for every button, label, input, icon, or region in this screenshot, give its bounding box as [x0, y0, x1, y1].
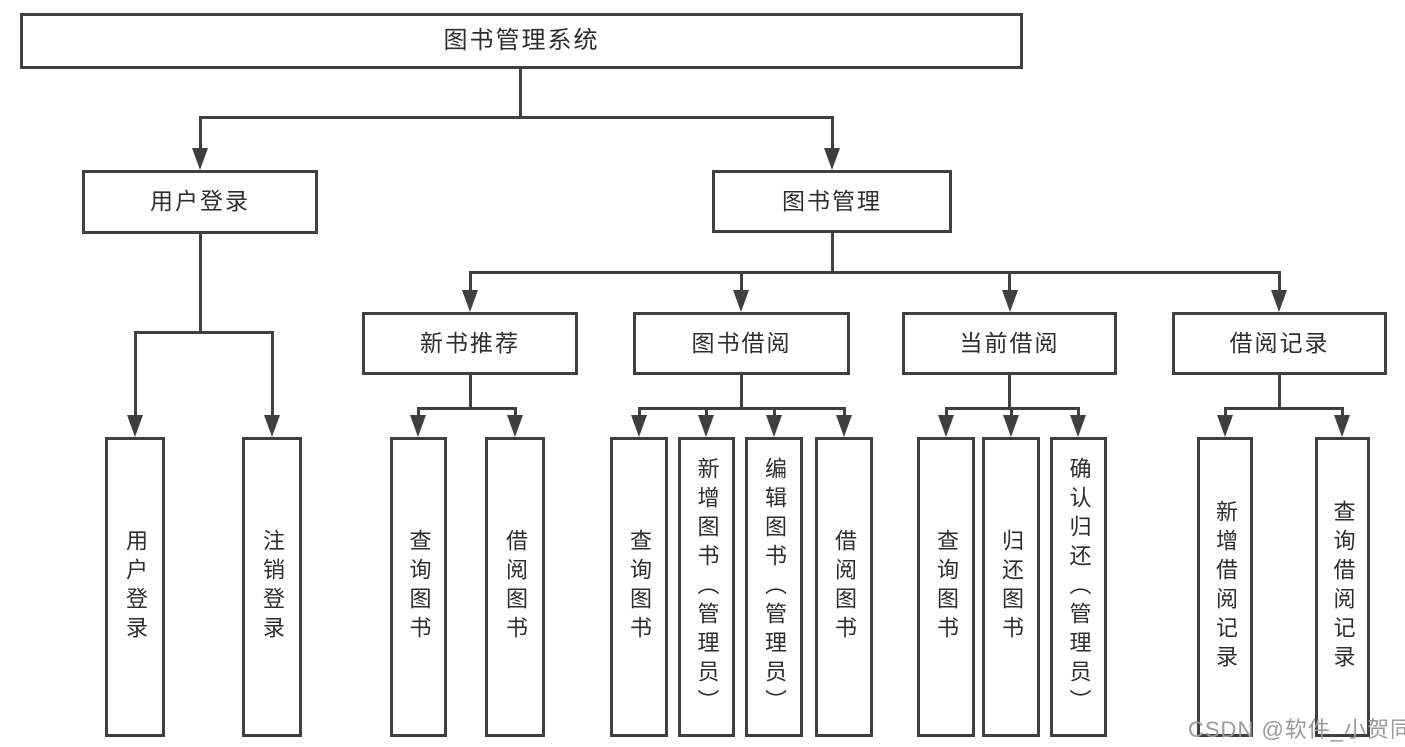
arrow-down [836, 415, 852, 437]
arrow-down [1002, 290, 1018, 312]
leaf-confirm-return-admin: 确认归还（管理员） [1050, 437, 1107, 737]
leaf-label: 查询图书 [406, 529, 432, 645]
node-label: 图书借阅 [691, 329, 792, 356]
node-label: 新书推荐 [420, 329, 520, 356]
arrow-down [410, 415, 426, 437]
connector-line [514, 407, 517, 417]
arrow-down [698, 415, 714, 437]
node-label: 图书管理 [782, 187, 882, 214]
leaf-label: 确认归还（管理员） [1066, 456, 1092, 718]
node-label: 图书管理系统 [443, 26, 600, 54]
node-new-book-recommend: 新书推荐 [362, 312, 578, 375]
arrow-down [127, 415, 143, 437]
connector-line [1008, 375, 1011, 409]
leaf-label: 新增图书（管理员） [694, 456, 720, 718]
connector-line [271, 331, 274, 417]
connector-line [199, 116, 834, 119]
leaf-label: 查询图书 [934, 529, 959, 645]
connector-line [469, 375, 472, 409]
leaf-label: 归还图书 [999, 529, 1024, 645]
node-library-management-system: 图书管理系统 [20, 13, 1023, 69]
leaf-label: 编辑图书（管理员） [762, 456, 787, 718]
leaf-query-books-borrowing: 查询图书 [610, 437, 668, 737]
connector-line [134, 331, 273, 334]
leaf-label: 查询图书 [627, 529, 652, 645]
connector-line [638, 407, 641, 417]
arrow-down [1334, 415, 1350, 437]
arrow-down [462, 290, 478, 312]
arrow-down [507, 415, 523, 437]
leaf-label: 查询借阅记录 [1330, 500, 1356, 674]
arrow-down [733, 290, 749, 312]
node-label: 借阅记录 [1229, 329, 1330, 356]
arrow-down [766, 415, 782, 437]
arrow-down [264, 415, 280, 437]
connector-line [831, 233, 834, 273]
connector-line [740, 271, 743, 292]
connector-line [1224, 407, 1227, 417]
connector-line [519, 68, 522, 118]
node-label: 当前借阅 [959, 329, 1060, 356]
leaf-edit-books-admin: 编辑图书（管理员） [745, 437, 803, 737]
connector-line [638, 407, 845, 410]
connector-line [705, 407, 708, 417]
leaf-query-books-recommend: 查询图书 [390, 437, 447, 737]
node-current-borrowing: 当前借阅 [902, 312, 1117, 375]
connector-line [831, 116, 834, 150]
leaf-borrow-books-recommend: 借阅图书 [485, 437, 545, 737]
leaf-label: 借阅图书 [503, 529, 528, 645]
arrow-down [1271, 290, 1287, 312]
arrow-down [631, 415, 647, 437]
arrow-down [1003, 415, 1019, 437]
arrow-down [1070, 415, 1086, 437]
leaf-label: 借阅图书 [832, 529, 857, 645]
leaf-label: 新增借阅记录 [1213, 500, 1238, 674]
watermark: CSDN @软件_小贺同学 [1188, 717, 1405, 742]
connector-line [469, 271, 1280, 274]
connector-line [945, 407, 948, 417]
arrow-down [1217, 415, 1233, 437]
leaf-query-borrow-record: 查询借阅记录 [1315, 437, 1370, 737]
arrow-down [938, 415, 954, 437]
connector-line [134, 331, 137, 417]
connector-line [740, 375, 743, 409]
arrow-down [192, 148, 208, 170]
node-label: 用户登录 [150, 188, 250, 215]
connector-line [417, 407, 517, 410]
node-borrowing-records: 借阅记录 [1172, 312, 1387, 375]
connector-line [199, 116, 202, 150]
connector-line [1077, 407, 1080, 417]
connector-line [199, 234, 202, 333]
connector-line [1010, 407, 1013, 417]
leaf-add-borrow-record: 新增借阅记录 [1197, 437, 1253, 737]
node-user-login: 用户登录 [82, 170, 318, 234]
connector-line [773, 407, 776, 417]
connector-line [1341, 407, 1344, 417]
connector-line [1278, 375, 1281, 409]
leaf-add-books-admin: 新增图书（管理员） [678, 437, 735, 737]
connector-line [1278, 271, 1281, 292]
node-book-borrowing: 图书借阅 [633, 312, 850, 375]
leaf-query-books-current: 查询图书 [917, 437, 975, 737]
leaf-logout-login: 注销登录 [242, 437, 302, 737]
connector-line [1008, 271, 1011, 292]
connector-line [843, 407, 846, 417]
arrow-down [824, 148, 840, 170]
connector-line [469, 271, 472, 292]
leaf-borrow-books: 借阅图书 [815, 437, 873, 737]
node-book-management: 图书管理 [712, 170, 952, 233]
connector-line [417, 407, 420, 417]
connector-line [1224, 407, 1343, 410]
leaf-user-login: 用户登录 [105, 437, 165, 737]
leaf-return-books: 归还图书 [982, 437, 1040, 737]
leaf-label: 注销登录 [260, 529, 285, 645]
leaf-label: 用户登录 [123, 529, 148, 645]
